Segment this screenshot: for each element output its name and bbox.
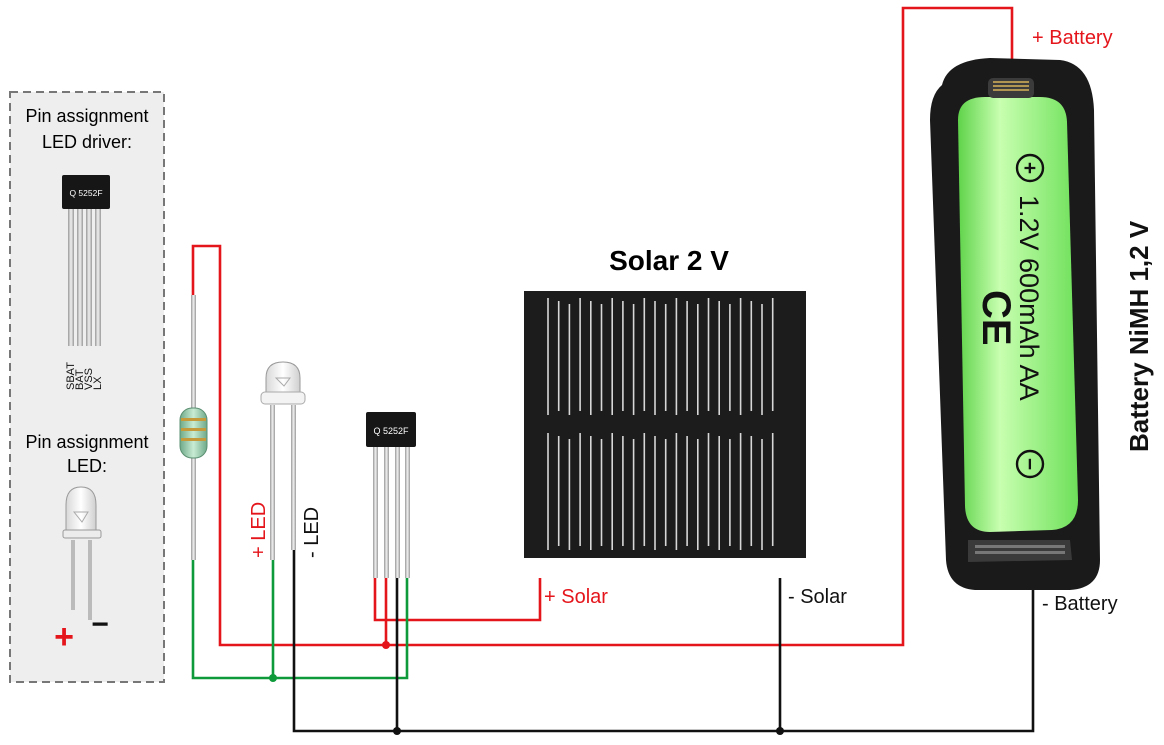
solar-title: Solar 2 V: [609, 245, 729, 276]
legend-driver-title-2: LED driver:: [42, 132, 132, 152]
battery-print-text: 1.2V 600mAh AA: [1014, 195, 1044, 401]
wire-positive-battery: [191, 6, 1014, 647]
legend-panel: Pin assignment LED driver: Q 5252F SBAT …: [9, 91, 165, 683]
driver-chip-label: Q 5252F: [373, 426, 409, 436]
legend-driver-title-1: Pin assignment: [25, 106, 148, 126]
led-minus-label: - LED: [301, 507, 323, 558]
wire-junctions: [269, 641, 784, 735]
wire-ground: [292, 550, 1035, 733]
battery-title: Battery NiMH 1,2 V: [1124, 220, 1154, 452]
legend-plus-sign: +: [54, 618, 74, 656]
solar-minus-label: - Solar: [788, 586, 847, 608]
battery-plus-label: + Battery: [1032, 27, 1113, 49]
battery-minus-symbol: −: [1018, 458, 1041, 470]
battery-ce-mark: CE: [974, 290, 1018, 346]
led-component: [260, 361, 306, 560]
battery-plus-symbol: +: [1018, 162, 1041, 174]
wire-positive-solar: [373, 578, 542, 622]
pin-label-lx: LX: [92, 376, 104, 390]
battery-cell: [958, 78, 1078, 532]
solar-panel: [524, 291, 806, 558]
legend-chip-label: Q 5252F: [69, 188, 102, 198]
pin-label-sbat: SBAT: [65, 362, 77, 390]
resistor: [179, 295, 208, 560]
battery-minus-symbol-circle: [1015, 449, 1045, 479]
wires: [191, 6, 1035, 733]
pin-label-vss: VSS: [83, 368, 95, 390]
legend-chip-icon: Q 5252F: [62, 175, 110, 346]
legend-minus-sign: −: [91, 608, 109, 641]
led-driver-chip: Q 5252F: [366, 412, 416, 578]
solar-plus-label: + Solar: [544, 586, 608, 608]
battery-minus-label: - Battery: [1042, 593, 1118, 615]
legend-led-title-1: Pin assignment: [25, 432, 148, 452]
battery-plus-symbol-circle: [1015, 153, 1045, 183]
wire-led-positive: [191, 560, 409, 680]
legend-led-icon: [62, 486, 102, 620]
legend-led-title-2: LED:: [67, 456, 107, 476]
pin-label-bat: BAT: [74, 369, 86, 390]
battery-print: + 1.2V 600mAh AA −: [1014, 153, 1045, 479]
led-plus-label: + LED: [248, 502, 270, 558]
